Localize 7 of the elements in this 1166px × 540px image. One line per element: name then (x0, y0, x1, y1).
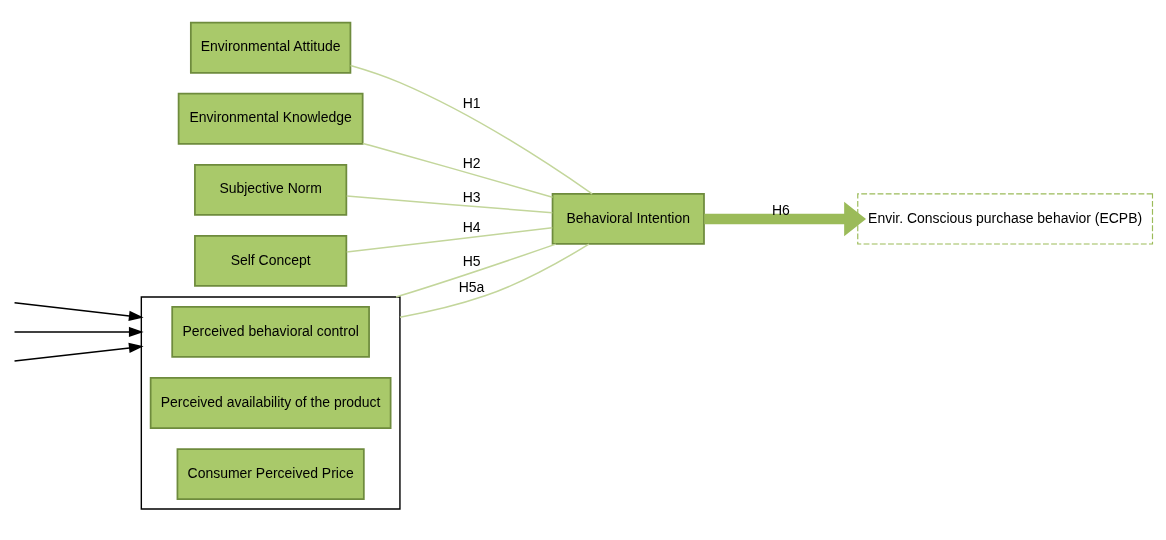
edge-label: H3 (462, 188, 481, 205)
edge-label: H5a (458, 278, 485, 295)
edge-label: H5 (462, 252, 481, 269)
edge-label: H1 (462, 94, 481, 111)
edge-label: H6 (771, 201, 790, 218)
edge-label: H4 (462, 218, 481, 235)
edge-label: H2 (462, 154, 481, 171)
